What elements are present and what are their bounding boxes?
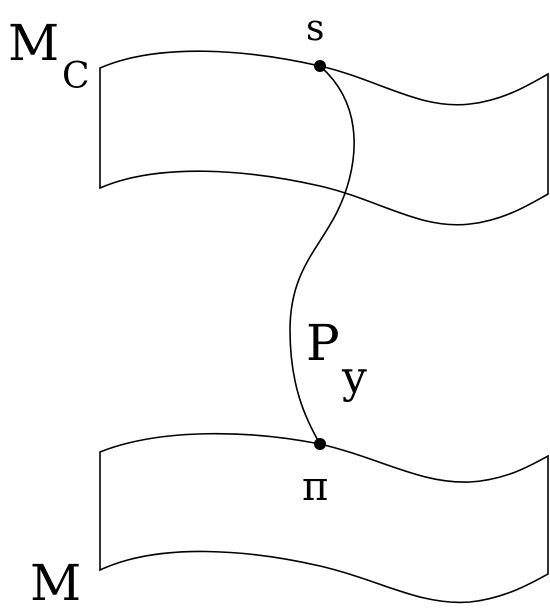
- point-pi-dot: [314, 438, 326, 450]
- bottom-manifold-label: M: [30, 554, 81, 612]
- top-manifold-label-sub: C: [62, 56, 90, 97]
- top-manifold-sheet: [99, 50, 549, 226]
- path-py-curve: [289, 65, 355, 445]
- point-pi-label: π: [302, 464, 328, 510]
- point-s-dot: [314, 60, 326, 72]
- path-py-label-sub: y: [341, 352, 367, 403]
- point-s-label: s: [306, 8, 324, 49]
- path-py-label-main: P: [306, 314, 340, 372]
- bottom-manifold-sheet: [99, 432, 549, 604]
- top-manifold-label-main: M: [8, 14, 59, 72]
